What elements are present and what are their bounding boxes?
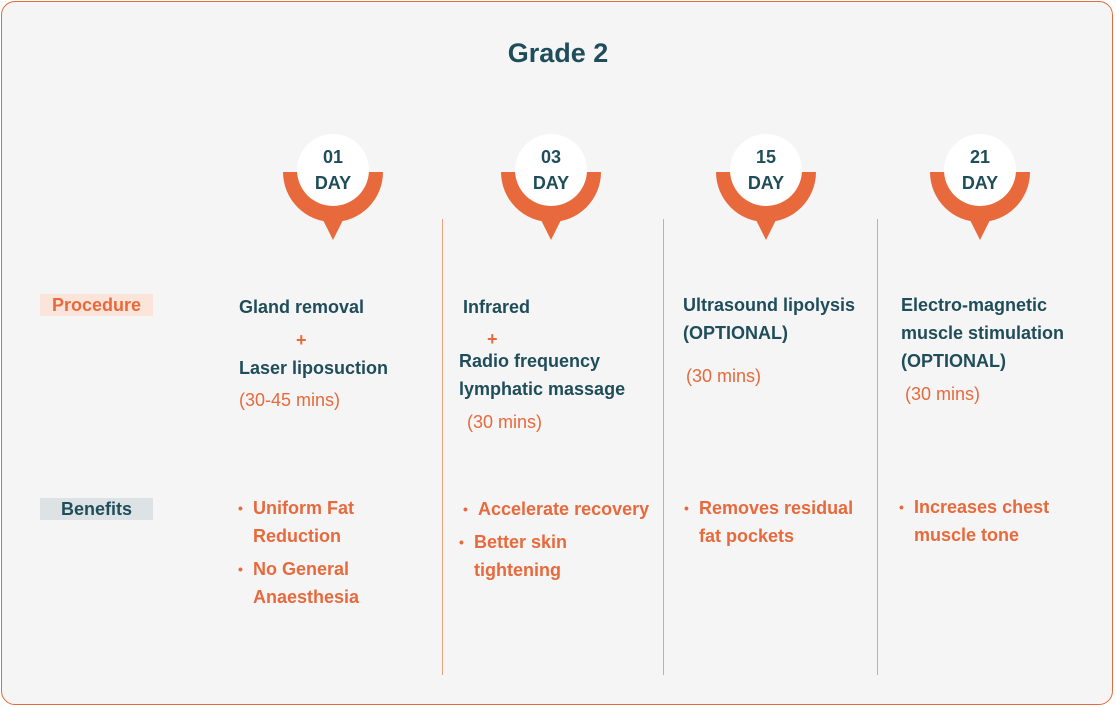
procedure-duration: (30 mins) <box>467 412 543 432</box>
benefit-line: Accelerate recovery <box>478 499 650 519</box>
benefit-line: fat pockets <box>699 526 795 546</box>
benefits-row-label: Benefits <box>40 498 153 520</box>
plus-sign: + <box>296 330 307 350</box>
benefit-line: Reduction <box>253 526 341 546</box>
bullet-dot-icon: • <box>459 534 464 550</box>
page-title: Grade 2 <box>507 38 609 68</box>
day-label: DAY <box>532 173 570 193</box>
column-divider <box>442 219 443 675</box>
benefit-line: tightening <box>474 560 561 580</box>
procedure-line: Radio frequency <box>459 351 601 371</box>
procedure-line: (OPTIONAL) <box>901 351 1006 371</box>
procedure-line: Infrared <box>463 297 531 317</box>
procedure-line: Laser liposuction <box>239 358 389 378</box>
bullet-dot-icon: • <box>238 561 243 577</box>
procedure-line: (OPTIONAL) <box>683 323 788 343</box>
benefit-item: • Better skin tightening <box>459 528 568 584</box>
bullet-dot-icon: • <box>899 499 904 515</box>
benefit-line: Increases chest <box>914 497 1050 517</box>
day-number: 03 <box>540 147 562 167</box>
bullet-dot-icon: • <box>238 500 243 516</box>
procedure-duration: (30 mins) <box>905 384 981 404</box>
benefit-line: Anaesthesia <box>253 587 360 607</box>
procedure-line: Gland removal <box>239 297 365 317</box>
benefit-line: Uniform Fat <box>253 498 354 518</box>
procedure-line: lymphatic massage <box>459 379 626 399</box>
day-marker-shape <box>930 134 1030 240</box>
day-label: DAY <box>314 173 352 193</box>
procedure-line: Electro-magnetic <box>901 295 1048 315</box>
day-number: 21 <box>969 147 991 167</box>
benefit-item: • Increases chest muscle tone <box>899 493 1050 549</box>
benefit-line: No General <box>253 559 350 579</box>
procedure-line: muscle stimulation <box>901 323 1065 343</box>
day-marker-shape <box>501 134 601 240</box>
benefit-item: • Uniform Fat Reduction <box>238 494 354 550</box>
column-divider <box>663 219 664 675</box>
day-marker-15: 15 DAY <box>713 130 819 242</box>
day-number: 01 <box>322 147 344 167</box>
procedure-duration: (30 mins) <box>686 366 762 386</box>
benefit-line: Removes residual <box>699 498 854 518</box>
benefit-line: muscle tone <box>914 525 1020 545</box>
day-marker-01: 01 DAY <box>280 130 386 242</box>
day-marker-21: 21 DAY <box>927 130 1033 242</box>
benefit-item: • No General Anaesthesia <box>238 555 360 611</box>
day-marker-shape <box>716 134 816 240</box>
bullet-dot-icon: • <box>684 500 689 516</box>
day-label: DAY <box>747 173 785 193</box>
bullet-dot-icon: • <box>463 501 468 517</box>
day-label: DAY <box>961 173 999 193</box>
column-divider <box>877 219 878 675</box>
procedure-line: Ultrasound lipolysis <box>683 295 856 315</box>
day-marker-shape <box>283 134 383 240</box>
plus-sign: + <box>487 329 498 349</box>
day-number: 15 <box>755 147 777 167</box>
day-marker-03: 03 DAY <box>498 130 604 242</box>
procedure-row-label: Procedure <box>40 294 153 316</box>
benefit-item: • Accelerate recovery <box>463 495 650 523</box>
benefit-item: • Removes residual fat pockets <box>684 494 854 550</box>
procedure-duration: (30-45 mins) <box>239 390 341 410</box>
benefit-line: Better skin <box>474 532 568 552</box>
